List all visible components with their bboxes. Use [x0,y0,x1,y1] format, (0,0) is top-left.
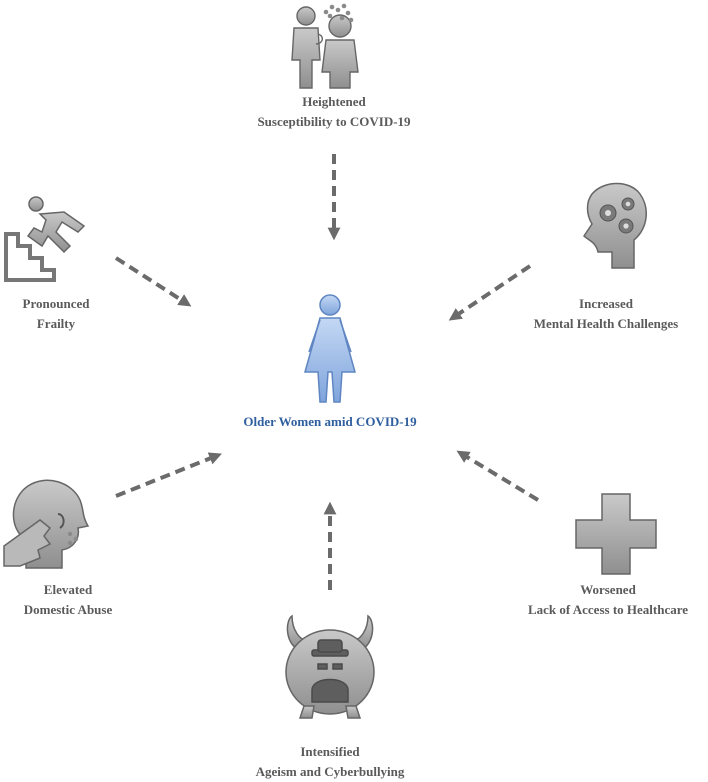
arrow-healthcare [456,450,540,502]
label-frailty: Pronounced Frailty [22,296,90,331]
head-hand-abuse-icon [3,479,90,569]
label-abuse: Elevated Domestic Abuse [23,582,113,617]
label-ageism: Intensified Ageism and Cyberbullying [255,744,405,779]
cyber-monster-icon [285,614,375,719]
people-sneeze-icon [291,3,359,89]
medical-cross-icon [575,493,657,575]
falling-stairs-icon [4,196,86,282]
label-healthcare: Worsened Lack of Access to Healthcare [527,582,689,617]
arrow-abuse [115,452,222,498]
center-label: Older Women amid COVID-19 [243,414,417,429]
label-mental: Increased Mental Health Challenges [533,296,679,331]
woman-icon [304,294,356,403]
label-susceptibility: Heightened Susceptibility to COVID-19 [257,94,411,129]
arrow-frailty [114,256,192,307]
head-gears-icon [583,182,647,269]
